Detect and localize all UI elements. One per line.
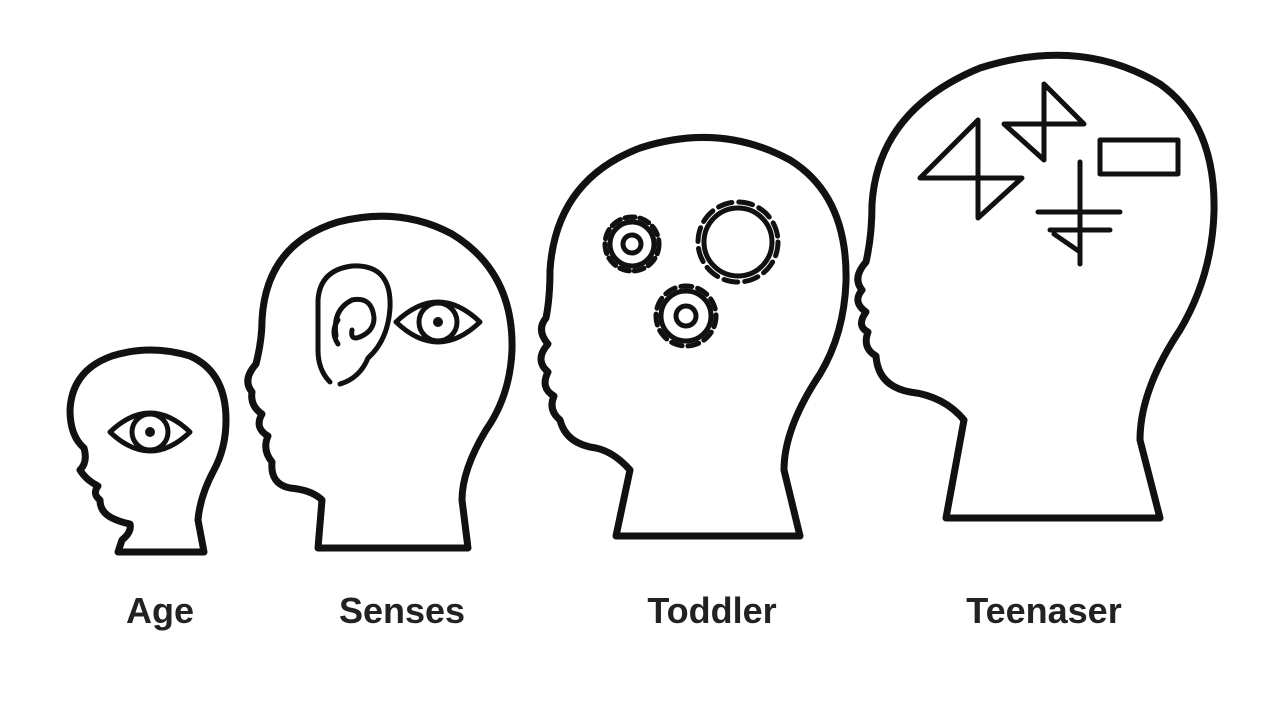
symbol-icon <box>917 81 1181 267</box>
head-senses <box>244 212 516 552</box>
head-toddler <box>537 133 850 540</box>
eye-icon <box>393 299 483 345</box>
head-teenager <box>854 51 1218 522</box>
head-outline-toddler <box>537 133 850 540</box>
head-outline-teenager <box>854 51 1218 522</box>
stage-label-senses: Senses <box>338 590 466 631</box>
ear-icon <box>315 263 393 387</box>
head-infant <box>66 346 230 556</box>
gear-icon <box>695 199 781 285</box>
eye-icon <box>107 410 193 454</box>
gear-icon <box>602 214 662 274</box>
stage-label-age: Age <box>125 590 195 631</box>
stage-label-teenager: Teenaser <box>966 590 1122 631</box>
stage-label-toddler: Toddler <box>647 590 777 631</box>
head-outline-senses <box>244 212 516 552</box>
gear-icon <box>653 283 719 349</box>
